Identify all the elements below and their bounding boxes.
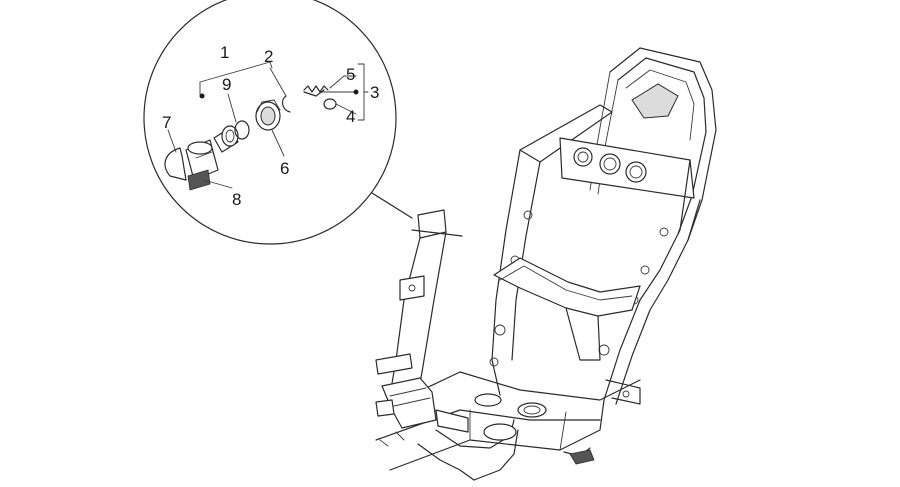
washer [234,120,250,140]
part-2-circlip [281,95,291,113]
callout-4: 4 [346,107,355,126]
callout-labels: 1 2 3 4 5 6 7 8 9 [162,43,379,209]
callout-7: 7 [162,113,171,132]
part-4-oring [323,98,337,110]
callout-6: 6 [280,159,289,178]
callout-2: 2 [264,47,273,66]
part-9-cylinder [213,125,239,153]
part-5-spring [303,85,329,93]
callout-9: 9 [222,75,231,94]
callout-5: 5 [346,65,355,84]
scooter-frame [375,47,717,481]
callout-8: 8 [232,190,241,209]
part-6-rotor [255,99,281,131]
leader-lines [167,61,369,189]
part-7-clip [164,147,187,181]
exploded-parts [164,85,337,191]
callout-3: 3 [370,83,379,102]
callout-1: 1 [220,43,229,62]
part-8-lock-body [185,139,219,191]
detail-callout-circle [143,0,413,245]
